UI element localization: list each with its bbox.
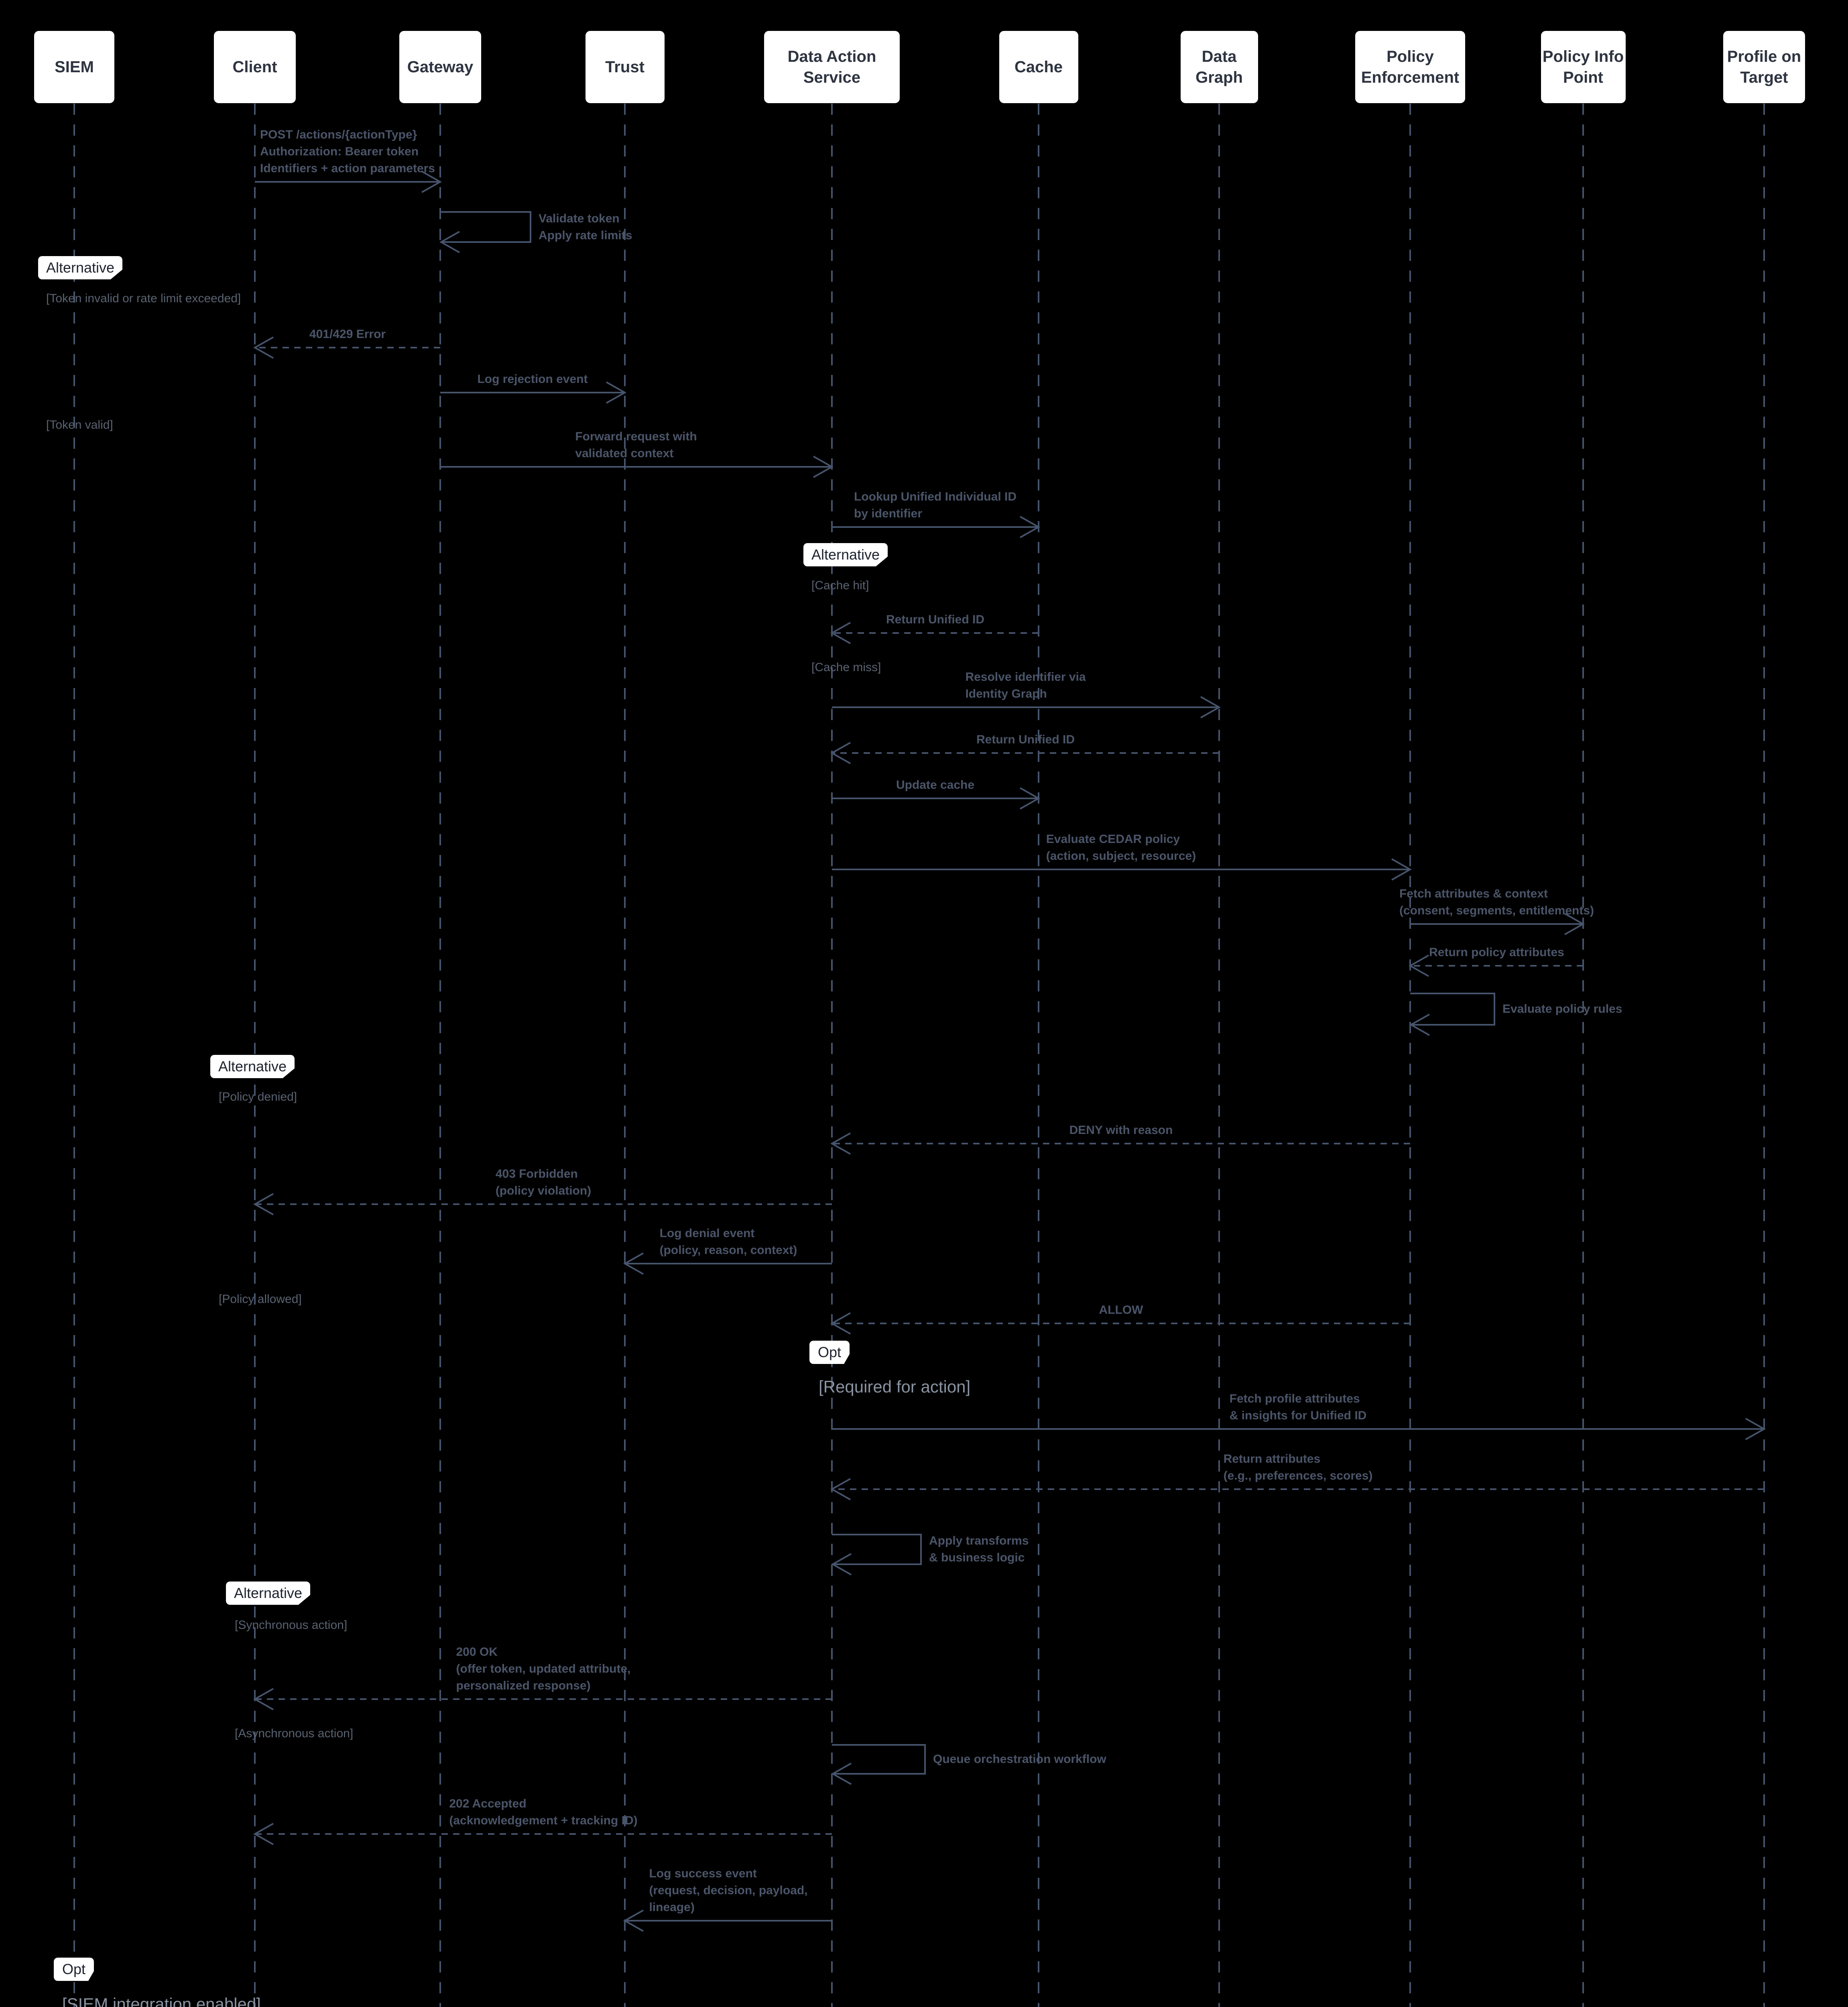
condition-label: [Token invalid or rate limit exceeded] xyxy=(46,292,241,305)
actor-top-das: Data Action Service xyxy=(764,31,900,103)
actor-top-trust: Trust xyxy=(585,31,665,103)
arrowhead xyxy=(1408,955,1429,977)
arrowhead xyxy=(623,1252,644,1275)
actor-top-siem: SIEM xyxy=(34,31,114,103)
actor-top-pip: Policy Info Point xyxy=(1541,31,1626,103)
self-message-arrow xyxy=(1410,993,1495,1026)
condition-label: [Synchronous action] xyxy=(235,1618,348,1632)
message-label: Log success event (request, decision, pa… xyxy=(649,1867,808,1914)
actor-top-client: Client xyxy=(214,31,296,103)
arrowhead xyxy=(831,1553,852,1575)
frame-label: Alternative xyxy=(38,256,122,279)
arrowhead xyxy=(253,1823,274,1845)
message-label: POST /actions/{actionType} Authorization… xyxy=(260,128,435,175)
self-message-arrow xyxy=(832,1744,926,1775)
self-message-label: Apply transforms & business logic xyxy=(929,1534,1029,1564)
actor-top-profile: Profile on Target xyxy=(1723,31,1805,103)
arrowhead xyxy=(1745,1418,1766,1440)
self-message-arrow xyxy=(832,1534,922,1565)
arrowhead xyxy=(1391,858,1412,881)
message-label: Forward request with validated context xyxy=(575,430,697,460)
arrowhead xyxy=(1200,696,1221,719)
message-label: 403 Forbidden (policy violation) xyxy=(495,1167,592,1197)
message-label: 401/429 Error xyxy=(309,328,386,341)
actor-top-gateway: Gateway xyxy=(399,31,481,103)
message-label: 202 Accepted (acknowledgement + tracking… xyxy=(449,1797,638,1827)
arrowhead xyxy=(253,1688,274,1710)
arrowhead xyxy=(439,231,460,253)
frame-label: Opt xyxy=(54,1958,94,1981)
arrowhead xyxy=(830,622,851,644)
message-label: 200 OK (offer token, updated attribute, … xyxy=(456,1645,631,1692)
condition-label: [Token valid] xyxy=(46,418,113,432)
actor-top-graph: Data Graph xyxy=(1180,31,1258,103)
condition-label: [Policy allowed] xyxy=(219,1293,302,1306)
message-label: Update cache xyxy=(896,778,975,792)
arrowhead xyxy=(830,1478,851,1500)
arrowhead xyxy=(253,336,274,359)
arrowhead xyxy=(831,1763,852,1785)
message-label: Lookup Unified Individual ID by identifi… xyxy=(854,490,1017,520)
frame-label: Alternative xyxy=(226,1582,310,1605)
arrowhead xyxy=(1409,1014,1430,1036)
frame-label: Alternative xyxy=(210,1055,295,1078)
self-message-label: Queue orchestration workflow xyxy=(933,1753,1106,1766)
message-label: DENY with reason xyxy=(1069,1124,1173,1137)
self-message-label: Validate token Apply rate limits xyxy=(539,212,632,242)
arrowhead xyxy=(1020,787,1041,810)
condition-label: [Required for action] xyxy=(819,1377,971,1396)
message-label: Evaluate CEDAR policy (action, subject, … xyxy=(1046,833,1196,863)
arrowhead xyxy=(830,742,851,764)
message-label: Resolve identifier via Identity Graph xyxy=(965,670,1086,700)
actor-top-pe: Policy Enforcement xyxy=(1355,31,1465,103)
arrowhead xyxy=(813,456,834,478)
message-label: Log denial event (policy, reason, contex… xyxy=(659,1227,797,1257)
message-label: Log rejection event xyxy=(477,372,588,386)
message-label: ALLOW xyxy=(1099,1303,1143,1317)
arrowhead xyxy=(606,381,627,404)
arrowhead xyxy=(253,1193,274,1215)
frame-label: Alternative xyxy=(803,543,888,566)
message-label: Return policy attributes xyxy=(1429,946,1564,959)
message-label: Return attributes (e.g., preferences, sc… xyxy=(1223,1452,1373,1482)
arrowhead xyxy=(1020,516,1041,538)
condition-label: [Asynchronous action] xyxy=(235,1727,354,1740)
message-label: Fetch attributes & context (consent, seg… xyxy=(1399,887,1594,917)
arrowhead xyxy=(421,171,442,193)
self-message-label: Evaluate policy rules xyxy=(1502,1002,1622,1016)
condition-label: [Cache miss] xyxy=(811,661,881,674)
message-label: Fetch profile attributes & insights for … xyxy=(1229,1392,1367,1422)
actor-top-cache: Cache xyxy=(999,31,1078,103)
condition-label: [SIEM integration enabled] xyxy=(62,1995,261,2007)
condition-label: [Policy denied] xyxy=(219,1090,297,1103)
frame-label: Opt xyxy=(809,1341,850,1364)
message-label: Return Unified ID xyxy=(886,613,984,626)
arrowhead xyxy=(830,1312,851,1335)
arrowhead xyxy=(830,1132,851,1155)
arrowhead xyxy=(623,1909,644,1932)
arrowhead xyxy=(1564,913,1585,935)
condition-label: [Cache hit] xyxy=(811,579,869,592)
message-label: Return Unified ID xyxy=(976,733,1075,746)
self-message-arrow xyxy=(440,211,531,243)
